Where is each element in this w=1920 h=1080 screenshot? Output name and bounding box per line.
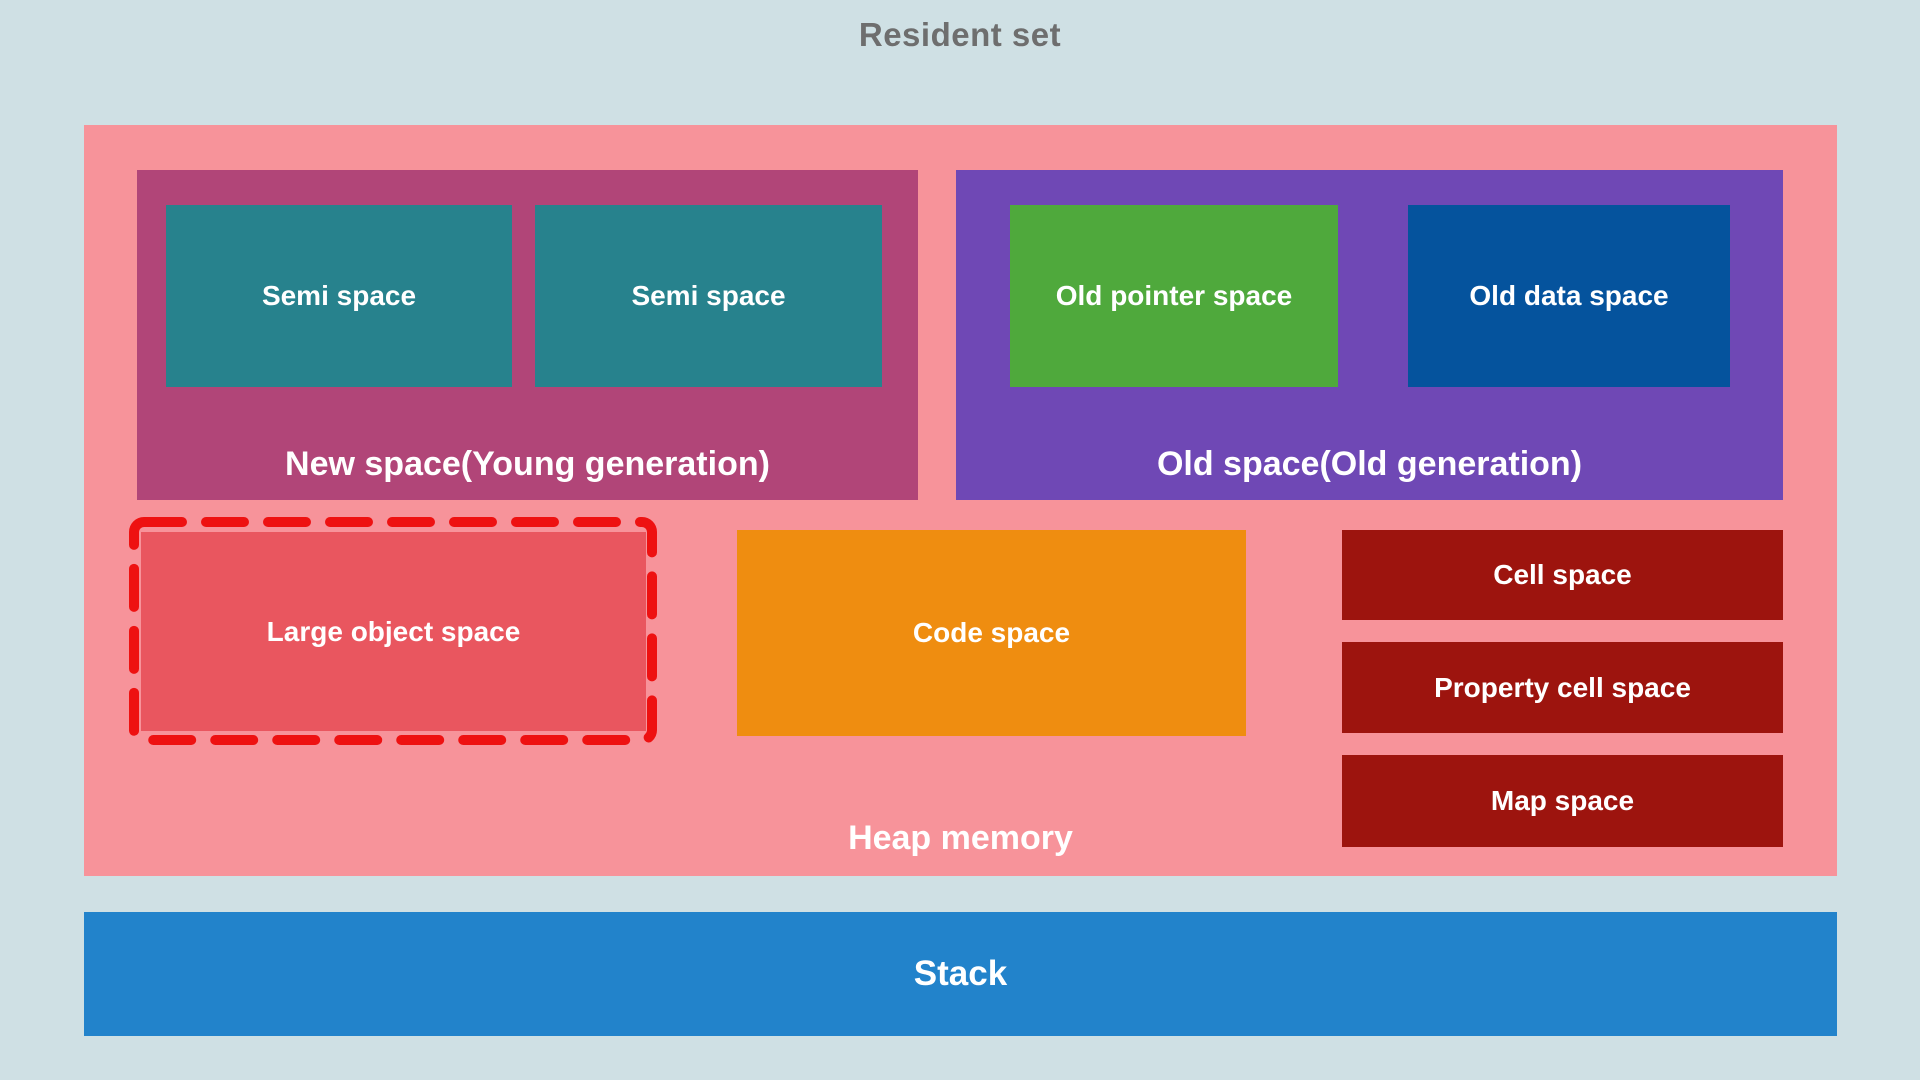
large-object-space-group: Large object space [128,516,658,746]
semi-space-label-1: Semi space [261,280,417,311]
map-space-box: Map space [1342,755,1783,847]
stack-label: Stack [913,954,1008,993]
heap-memory-label: Heap memory [848,819,1073,857]
property-cell-space-label: Property cell space [1434,671,1691,703]
new-space-label: New space(Young generation) [285,445,770,483]
old-space-box: Old pointer space Old data space Old spa… [956,170,1783,500]
cell-space-label: Cell space [1493,559,1632,590]
large-object-dashed-border [129,517,657,745]
large-object-space-box: Large object space [141,532,646,731]
semi-space-box-1: Semi space [166,205,512,387]
cell-space-box: Cell space [1342,530,1783,620]
map-space-label: Map space [1490,785,1635,816]
semi-space-box-2: Semi space [535,205,882,387]
old-pointer-space-label: Old pointer space [1055,280,1293,311]
new-space-box: Semi space Semi space New space(Young ge… [137,170,918,500]
stack-box: Stack [84,912,1837,1036]
semi-space-label-2: Semi space [631,280,786,311]
large-object-space-label: Large object space [266,615,521,647]
old-data-space-box: Old data space [1408,205,1730,387]
old-data-space-label: Old data space [1469,280,1669,311]
old-space-label: Old space(Old generation) [1156,445,1583,483]
code-space-label: Code space [912,617,1071,648]
old-pointer-space-box: Old pointer space [1010,205,1338,387]
resident-set-title: Resident set [858,16,1062,53]
property-cell-space-box: Property cell space [1342,642,1783,733]
code-space-box: Code space [737,530,1246,736]
heap-memory-box: Semi space Semi space New space(Young ge… [84,125,1837,876]
